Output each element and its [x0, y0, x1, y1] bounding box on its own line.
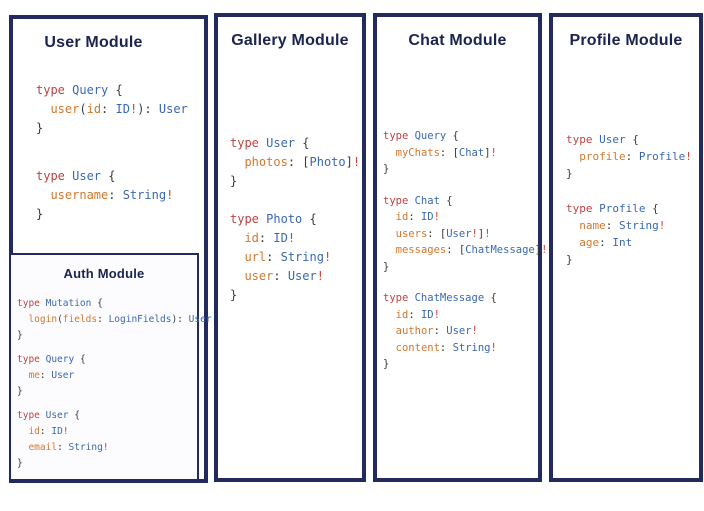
auth-module-code: type Mutation { login(fields: LoginField…	[17, 296, 212, 472]
code-line: url: String!	[244, 250, 332, 264]
code-block: type Chat { id: ID! users: [User!]! mess…	[383, 193, 548, 276]
code-line: email: String!	[28, 442, 109, 453]
code-line: }	[566, 253, 573, 266]
code-line: profile: Profile!	[579, 150, 692, 163]
code-line: messages: [ChatMessage]!	[395, 244, 548, 256]
chat-module-title: Chat Module	[408, 32, 507, 49]
code-block: type Query { me: User}	[17, 352, 197, 400]
code-line: }	[230, 288, 238, 302]
code-line: me: User	[28, 370, 75, 381]
code-line: type Query {	[36, 83, 123, 97]
code-line: type Query {	[383, 130, 459, 142]
code-line: photos: [Photo]!	[244, 155, 361, 169]
code-line: type ChatMessage {	[383, 292, 497, 304]
code-block: type Query { myChats: [Chat]!}	[383, 128, 538, 178]
code-line: content: String!	[395, 341, 497, 354]
user-module-title: User Module	[44, 34, 143, 51]
auth-module-title: Auth Module	[63, 266, 145, 281]
code-line: id: ID!	[244, 231, 296, 245]
code-line: id: ID!	[395, 308, 440, 321]
code-block: type Query { user(id: ID!): User}	[36, 81, 204, 138]
code-line: }	[383, 260, 390, 273]
code-line: user(id: ID!): User	[50, 102, 188, 116]
code-line: type User {	[566, 133, 639, 146]
code-line: author: User!	[395, 325, 478, 337]
gallery-module-title: Gallery Module	[231, 32, 349, 49]
code-line: username: String!	[50, 188, 174, 202]
code-line: user: User!	[244, 269, 324, 283]
auth-module-panel: Auth Module type Mutation { login(fields…	[9, 253, 212, 481]
code-block: type ChatMessage { id: ID! author: User!…	[383, 290, 538, 373]
code-block: type User { username: String!}	[36, 167, 204, 224]
code-line: name: String!	[579, 219, 666, 232]
profile-module-panel: Profile Module type User { profile: Prof…	[549, 13, 703, 482]
code-line: }	[230, 174, 238, 188]
code-line: type User {	[17, 410, 80, 421]
code-line: }	[17, 386, 23, 397]
code-line: }	[17, 458, 23, 469]
code-line: }	[36, 207, 44, 221]
code-line: type User {	[36, 169, 116, 183]
code-block: type User { id: ID! email: String!}	[17, 408, 197, 472]
code-line: }	[17, 330, 23, 341]
code-line: myChats: [Chat]!	[395, 146, 497, 159]
profile-module-title: Profile Module	[569, 32, 683, 49]
code-block: type Profile { name: String! age: Int}	[566, 200, 699, 268]
code-line: }	[36, 121, 44, 135]
code-line: age: Int	[579, 236, 633, 249]
gallery-module-code: type User { photos: [Photo]!}type Photo …	[230, 134, 362, 305]
code-line: type Query {	[17, 354, 86, 365]
code-line: login(fields: LoginFields): User	[28, 314, 212, 325]
chat-module-code: type Query { myChats: [Chat]!}type Chat …	[383, 128, 548, 373]
code-line: type User {	[230, 136, 310, 150]
gallery-module-panel: Gallery Module type User { photos: [Phot…	[214, 13, 366, 482]
chat-module-panel: Chat Module type Query { myChats: [Chat]…	[373, 13, 548, 482]
code-line: type Profile {	[566, 202, 659, 215]
code-block: type User { photos: [Photo]!}	[230, 134, 362, 191]
code-block: type Mutation { login(fields: LoginField…	[17, 296, 212, 344]
code-line: type Photo {	[230, 212, 317, 226]
user-module-code: type Query { user(id: ID!): User}type Us…	[36, 81, 204, 224]
code-line: id: ID!	[395, 211, 440, 223]
user-module-panel: User Module type Query { user(id: ID!): …	[9, 15, 212, 483]
profile-module-code: type User { profile: Profile!}type Profi…	[566, 131, 699, 268]
code-line: type Chat {	[383, 194, 453, 207]
code-line: users: [User!]!	[395, 227, 491, 240]
code-line: }	[566, 167, 573, 180]
code-line: }	[383, 358, 390, 370]
code-line: type Mutation {	[17, 298, 103, 309]
code-block: type User { profile: Profile!}	[566, 131, 699, 182]
code-line: }	[383, 163, 390, 175]
code-block: type Photo { id: ID! url: String! user: …	[230, 210, 362, 305]
code-line: id: ID!	[28, 426, 69, 437]
